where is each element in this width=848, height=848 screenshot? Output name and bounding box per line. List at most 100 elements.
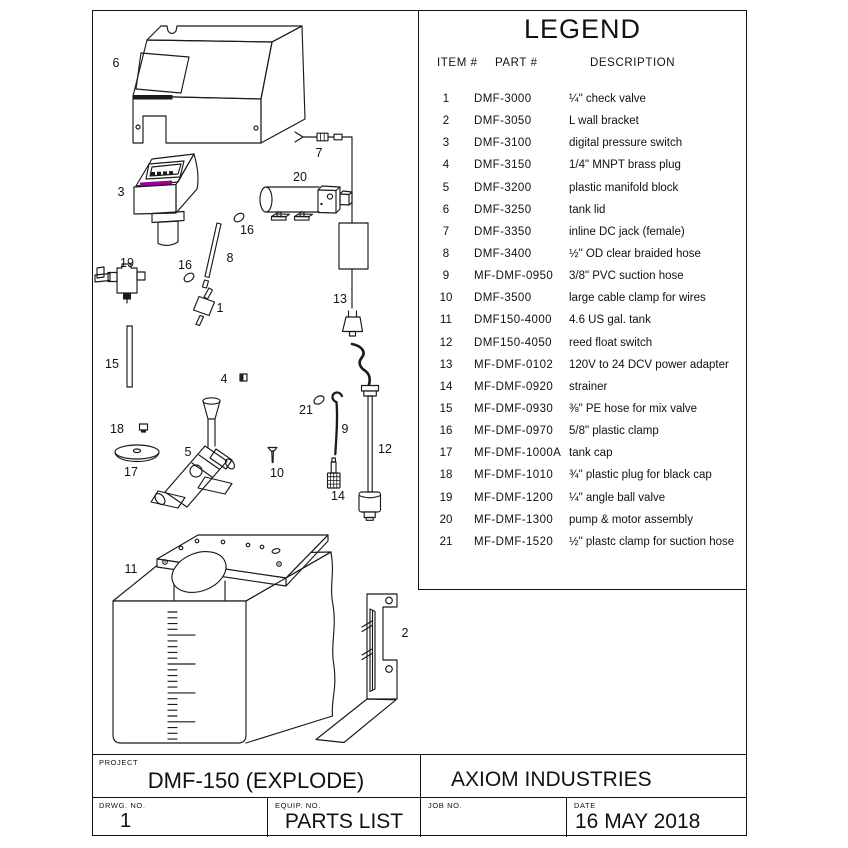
date-cell: DATE 16 MAY 2018 [567,797,747,837]
callout-19: 19 [120,256,134,270]
legend-row: 17 MF-DMF-1000A tank cap [418,442,747,464]
callout-4: 4 [221,372,228,386]
legend-item-number: 14 [439,380,453,393]
company-name: AXIOM INDUSTRIES [451,768,652,791]
legend-item-number: 1 [442,93,450,106]
legend-part-number: DMF-3350 [474,225,532,238]
legend-row: 5 DMF-3200 plastic manifold block [418,177,747,199]
legend-part-number: MF-DMF-0102 [474,358,554,371]
legend-row: 8 DMF-3400 ½" OD clear braided hose [418,243,747,265]
legend-title: LEGEND [523,14,642,44]
sheet-border [92,10,747,836]
legend-description: 120V to 24 DCV power adapter [569,358,729,371]
legend-row: 20 MF-DMF-1300 pump & motor assembly [418,509,747,531]
legend-col-item: ITEM # [437,57,478,69]
legend-row: 12 DMF150-4050 reed float switch [418,332,747,354]
legend-item-number: 4 [442,159,450,172]
callout-3: 3 [118,185,125,199]
wall-bracket-drawing [315,593,398,744]
clamp-16b-drawing [183,272,195,283]
legend-description: 1/4" MNPT brass plug [569,159,681,172]
legend-part-number: DMF150-4000 [474,314,552,327]
legend-part-number: DMF-3200 [474,181,532,194]
callout-16a: 16 [240,223,254,237]
legend-description: digital pressure switch [569,137,683,150]
legend-row: 13 MF-DMF-0102 120V to 24 DCV power adap… [418,354,747,376]
legend-item-number: 12 [439,336,453,349]
callout-15: 15 [105,357,119,371]
legend-description: strainer [569,380,608,393]
legend-item-number: 20 [439,513,453,526]
callout-21: 21 [299,403,313,417]
legend-part-number: MF-DMF-0920 [474,380,554,393]
legend-item-number: 9 [442,270,450,283]
callout-labels: 6 3 19 16 16 8 1 15 4 18 17 5 10 21 9 14… [105,56,408,640]
ball-valve-drawing [94,263,146,304]
legend-row: 15 MF-DMF-0930 ⅜" PE hose for mix valve [418,398,747,420]
legend-part-number: MF-DMF-1300 [474,513,554,526]
legend-row: 6 DMF-3250 tank lid [418,199,747,221]
legend-description: tank cap [569,447,613,460]
drwg-no-value: 1 [120,810,132,832]
legend-rows: 1 DMF-3000 ¼" check valve 2 DMF-3050 L w… [418,88,747,553]
legend-part-number: MF-DMF-0950 [474,270,554,283]
legend-row: 21 MF-DMF-1520 ½" plastc clamp for sucti… [418,531,747,553]
tank-drawing [112,534,336,744]
equip-no-cell: EQUIP. NO. PARTS LIST [268,797,421,837]
legend-part-number: MF-DMF-1520 [474,535,554,548]
legend-part-number: DMF150-4050 [474,336,552,349]
legend-item-number: 3 [442,137,450,150]
dc-jack-drawing [294,131,353,143]
legend-part-number: DMF-3050 [474,115,532,128]
callout-7: 7 [316,146,323,160]
callout-9: 9 [342,422,349,436]
legend-col-part: PART # [495,57,538,69]
legend-description: ¼" check valve [569,93,646,106]
legend-row: 19 MF-DMF-1200 ¼" angle ball valve [418,487,747,509]
legend-row: 10 DMF-3500 large cable clamp for wires [418,287,747,309]
legend-description: 3/8" PVC suction hose [569,270,684,283]
check-valve-drawing [192,287,216,327]
legend-item-number: 7 [442,225,450,238]
legend-row: 1 DMF-3000 ¼" check valve [418,88,747,110]
callout-12: 12 [378,442,392,456]
callout-6: 6 [113,56,120,70]
legend-item-number: 19 [439,491,453,504]
legend-row: 2 DMF-3050 L wall bracket [418,110,747,132]
callout-18: 18 [110,422,124,436]
job-no-label: JOB NO. [428,801,463,810]
legend-description: tank lid [569,203,606,216]
legend-item-number: 10 [439,292,453,305]
legend-description: pump & motor assembly [569,513,693,526]
callout-2: 2 [402,626,409,640]
legend-description: plastic manifold block [569,181,679,194]
clamp-16a-drawing [233,212,245,223]
callout-14: 14 [331,489,345,503]
callout-13: 13 [333,292,347,306]
exploded-view-drawing: 6 3 19 16 16 8 1 15 4 18 17 5 10 21 9 14… [94,25,409,744]
legend-row: 3 DMF-3100 digital pressure switch [418,132,747,154]
legend-part-number: DMF-3500 [474,292,532,305]
tank-cap-drawing [114,444,160,463]
legend-description: ½" plastc clamp for suction hose [569,535,735,548]
legend-part-number: DMF-3000 [474,93,532,106]
legend-row: 16 MF-DMF-0970 5/8" plastic clamp [418,420,747,442]
equip-no-value: PARTS LIST [284,810,404,833]
company-cell: AXIOM INDUSTRIES [421,755,747,797]
pe-tube-drawing [126,325,133,388]
legend-description: large cable clamp for wires [569,292,706,305]
legend-item-number: 17 [439,447,453,460]
project-cell: PROJECT DMF-150 (EXPLODE) [92,755,421,797]
tank-lid-drawing [132,25,306,144]
legend-row: 7 DMF-3350 inline DC jack (female) [418,221,747,243]
float-switch-drawing [350,342,382,521]
callout-11: 11 [125,562,138,576]
callout-16b: 16 [178,258,192,272]
legend-description: 4.6 US gal. tank [569,314,651,327]
strainer-drawing [326,457,341,489]
suction-hose-drawing [331,391,344,456]
legend-part-number: MF-DMF-1200 [474,491,554,504]
equip-no-label: EQUIP. NO. [275,801,321,810]
legend-col-desc: DESCRIPTION [590,57,676,69]
